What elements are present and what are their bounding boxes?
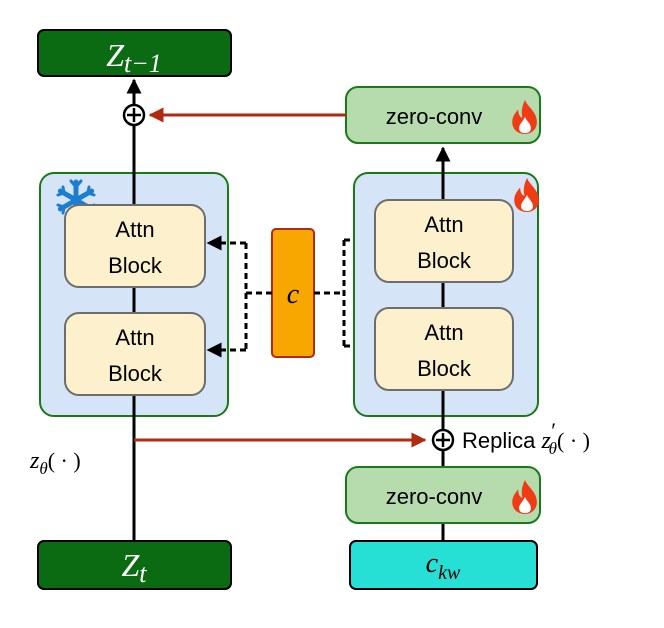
frozen-attn-block-1-line2: Block bbox=[108, 253, 163, 278]
zero-conv-top: zero-conv bbox=[345, 86, 541, 144]
condition-label: c bbox=[287, 279, 300, 310]
sum-node-bottom bbox=[431, 428, 455, 452]
zero-conv-bottom-label: zero-conv bbox=[386, 484, 483, 509]
sum-node-top bbox=[122, 103, 146, 127]
frozen-model-label: zθ( · ) bbox=[29, 448, 81, 478]
trainable-attn-block-2-line2: Block bbox=[417, 356, 472, 381]
frozen-attn-block-2-line1: Attn bbox=[115, 325, 154, 350]
zero-conv-bottom: zero-conv bbox=[345, 466, 541, 524]
trainable-attn-block-1: Attn Block bbox=[374, 199, 514, 283]
condition-node: c bbox=[271, 228, 315, 358]
svg-text:Zt−1: Zt−1 bbox=[106, 37, 162, 78]
z-t-base: Z bbox=[121, 547, 140, 583]
zero-conv-top-label: zero-conv bbox=[386, 104, 483, 129]
c-kw-sub: kw bbox=[438, 562, 461, 584]
c-kw-base: c bbox=[426, 548, 439, 579]
trainable-attn-block-1-line2: Block bbox=[417, 248, 472, 273]
z-prev-sub: t−1 bbox=[124, 49, 162, 78]
svg-text:Zt: Zt bbox=[121, 547, 147, 588]
z-t-sub: t bbox=[139, 559, 147, 588]
trainable-attn-block-2: Attn Block bbox=[374, 307, 514, 391]
replica-label: Replica z′θ( · ) bbox=[462, 418, 590, 458]
svg-text:ckw: ckw bbox=[426, 548, 461, 584]
frozen-attn-block-2: Attn Block bbox=[64, 312, 206, 396]
z-prev-node: Zt−1 bbox=[37, 29, 232, 78]
frozen-attn-block-2-line2: Block bbox=[108, 361, 163, 386]
z-prev-base: Z bbox=[106, 37, 125, 73]
z-t-node: Zt bbox=[37, 540, 232, 590]
trainable-attn-block-1-line1: Attn bbox=[424, 212, 463, 237]
trainable-attn-block-2-line1: Attn bbox=[424, 320, 463, 345]
c-kw-node: ckw bbox=[349, 540, 538, 590]
frozen-attn-block-1: Attn Block bbox=[64, 204, 206, 288]
frozen-attn-block-1-line1: Attn bbox=[115, 217, 154, 242]
